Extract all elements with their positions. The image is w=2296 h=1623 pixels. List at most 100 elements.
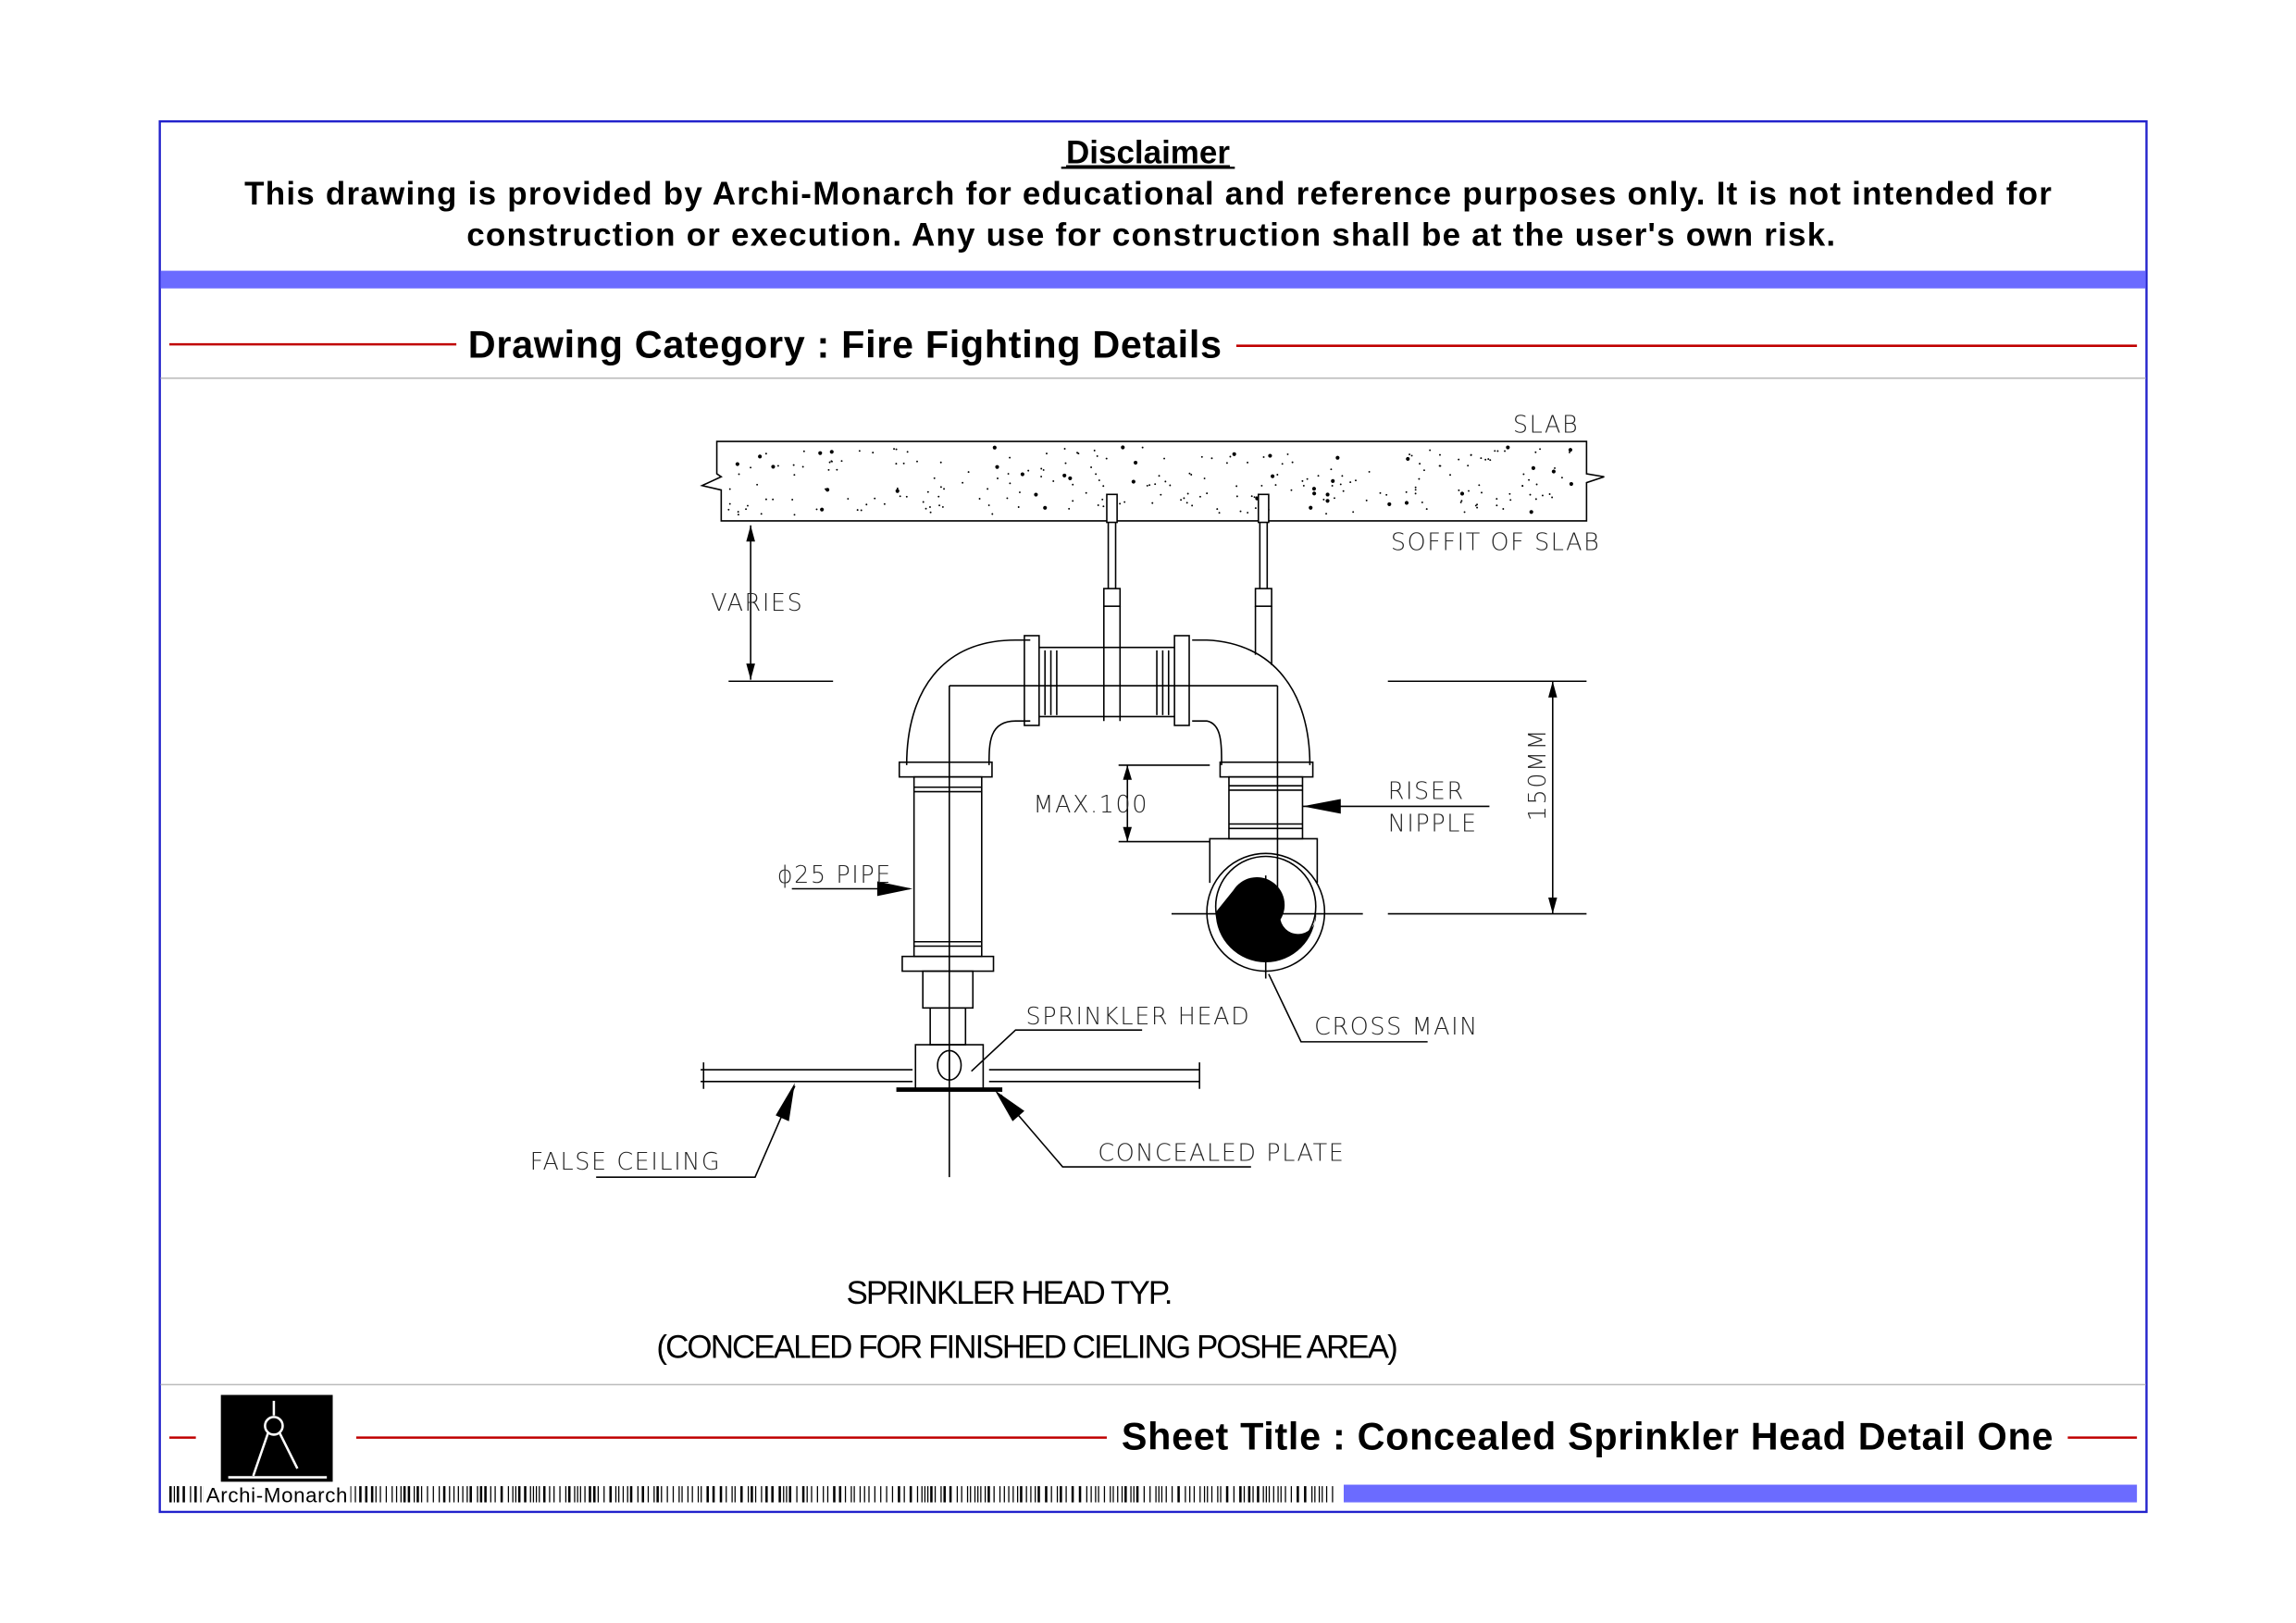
barcode-bar <box>466 1486 468 1503</box>
barcode-bar <box>1160 1486 1163 1503</box>
concrete-aggregate <box>1489 459 1492 462</box>
concrete-aggregate <box>1548 493 1551 495</box>
concrete-aggregate <box>738 473 740 476</box>
concrete-aggregate <box>771 465 776 469</box>
barcode-bar <box>462 1486 464 1503</box>
concrete-aggregate <box>872 452 875 454</box>
concrete-aggregate <box>1102 485 1105 488</box>
barcode-bar <box>1243 1486 1246 1503</box>
barcode-bar <box>1325 1486 1328 1503</box>
barcode-bar <box>1030 1486 1032 1503</box>
concrete-aggregate <box>925 507 927 510</box>
concrete-aggregate <box>938 504 941 507</box>
concrete-aggregate <box>1531 465 1535 470</box>
concrete-aggregate <box>1141 446 1144 449</box>
concrete-aggregate <box>1009 456 1011 459</box>
concrete-aggregate <box>1504 450 1506 452</box>
concrete-aggregate <box>750 466 752 469</box>
concrete-aggregate <box>1406 456 1410 462</box>
barcode-bar <box>816 1486 818 1503</box>
concrete-aggregate <box>1568 448 1572 452</box>
concrete-aggregate <box>1276 474 1279 476</box>
barcode-bar <box>1252 1486 1254 1503</box>
concrete-aggregate <box>1387 502 1392 506</box>
concrete-aggregate <box>943 488 946 490</box>
barcode-bar <box>641 1486 645 1503</box>
concrete-aggregate <box>1286 452 1289 455</box>
concrete-aggregate <box>991 513 994 515</box>
barcode-bar <box>672 1486 675 1503</box>
concrete-aggregate <box>1247 512 1249 514</box>
barcode-bar <box>432 1486 434 1503</box>
barcode-bar <box>1110 1486 1111 1503</box>
concrete-aggregate <box>1072 500 1074 502</box>
barcode-bar <box>173 1486 176 1503</box>
barcode-bar <box>771 1486 774 1503</box>
barcode-bar <box>574 1486 576 1503</box>
barcode-bar <box>194 1486 197 1503</box>
barcode-bar <box>886 1486 887 1503</box>
dimension-150mm <box>1387 680 1587 915</box>
concrete-aggregate <box>1439 453 1441 456</box>
barcode-bar <box>500 1486 503 1503</box>
barcode-bar <box>719 1486 723 1503</box>
concrete-aggregate <box>1429 449 1432 452</box>
concrete-aggregate <box>1459 501 1462 503</box>
barcode-bar <box>1016 1486 1019 1503</box>
concrete-aggregate <box>1379 491 1382 494</box>
concrete-aggregate <box>926 490 929 493</box>
concrete-aggregate <box>895 448 898 451</box>
barcode-bar <box>539 1486 540 1503</box>
concrete-aggregate <box>905 495 908 498</box>
concrete-aggregate <box>1169 484 1172 487</box>
concrete-aggregate <box>895 463 898 465</box>
concrete-aggregate <box>1325 499 1330 503</box>
barcode-bar <box>567 1486 571 1503</box>
concrete-aggregate <box>1018 491 1021 493</box>
concrete-aggregate <box>1339 483 1342 486</box>
concrete-aggregate <box>776 465 779 467</box>
barcode-bar <box>565 1486 567 1503</box>
barcode-bar <box>592 1486 596 1503</box>
concrete-aggregate <box>1235 485 1238 488</box>
barcode-bar <box>806 1486 808 1503</box>
concrete-aggregate <box>1423 469 1425 472</box>
barcode-bar <box>365 1486 368 1503</box>
concrete-aggregate <box>1496 504 1498 507</box>
concrete-aggregate <box>937 495 940 498</box>
barcode-bar <box>1311 1486 1313 1503</box>
barcode-bar <box>850 1486 852 1503</box>
concrete-aggregate <box>1262 456 1265 458</box>
concrete-aggregate <box>836 468 838 471</box>
barcode-bar <box>490 1486 491 1503</box>
barcode-bar <box>420 1486 423 1503</box>
concrete-aggregate <box>1017 506 1020 508</box>
concrete-aggregate <box>1534 451 1537 453</box>
concrete-aggregate <box>967 471 970 474</box>
concrete-aggregate <box>1235 495 1238 498</box>
barcode-bar <box>584 1486 586 1503</box>
barcode-bar <box>987 1486 990 1503</box>
concrete-aggregate <box>1439 465 1442 467</box>
concrete-aggregate <box>1539 448 1542 451</box>
barcode-bar <box>359 1486 362 1503</box>
concrete-aggregate <box>818 451 823 455</box>
barcode-bar <box>1203 1486 1206 1503</box>
concrete-aggregate <box>1341 475 1344 477</box>
concrete-aggregate <box>1154 483 1157 486</box>
header-band <box>160 270 2146 289</box>
concrete-aggregate <box>815 508 818 511</box>
barcode-bar <box>838 1486 842 1503</box>
concrete-aggregate <box>1052 480 1055 482</box>
concrete-aggregate <box>1254 507 1257 510</box>
barcode-bar <box>1171 1486 1173 1503</box>
concrete-aggregate <box>858 450 861 452</box>
barcode-bar <box>400 1486 402 1503</box>
disclaimer-line-1: This drawing is provided by Archi-Monarc… <box>244 176 2052 212</box>
barcode-bar <box>442 1486 446 1503</box>
concrete-aggregate <box>1200 455 1203 458</box>
barcode-bar <box>597 1486 600 1503</box>
barcode-bar <box>200 1486 202 1503</box>
barcode-bar <box>1090 1486 1092 1503</box>
brand-label-bg <box>203 1482 351 1505</box>
